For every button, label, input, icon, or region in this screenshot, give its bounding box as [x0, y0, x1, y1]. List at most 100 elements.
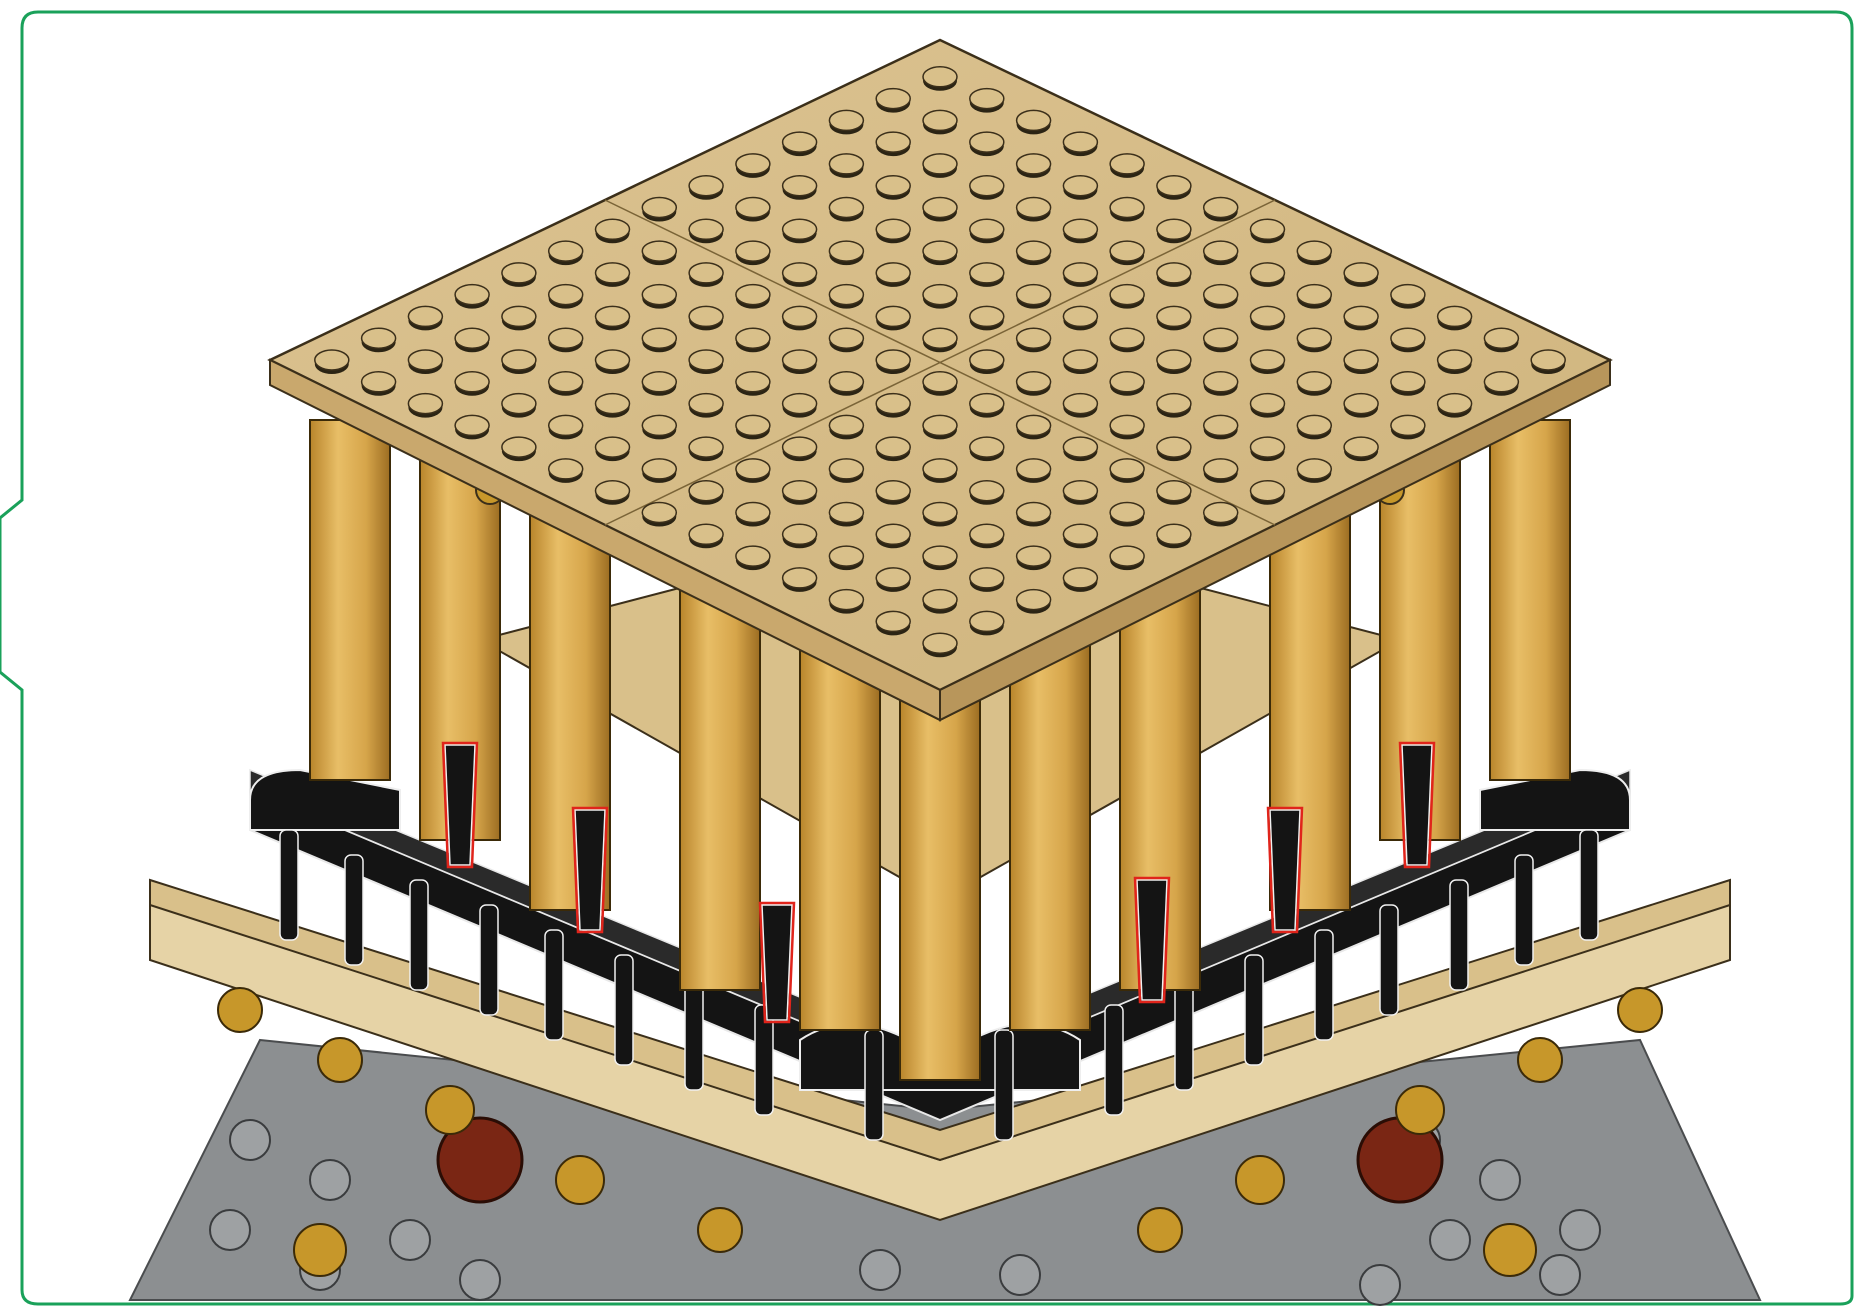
stud-icon: [736, 198, 770, 218]
stud-icon: [1251, 219, 1285, 239]
stud-icon: [970, 306, 1004, 326]
stud-icon: [1297, 241, 1331, 261]
stud-icon: [1251, 263, 1285, 283]
stud-icon: [642, 503, 676, 523]
stud-icon: [1484, 328, 1518, 348]
stud-icon: [1344, 263, 1378, 283]
stud-icon: [783, 524, 817, 544]
stud-icon: [315, 350, 349, 370]
stud-icon: [970, 394, 1004, 414]
stud-icon: [502, 394, 536, 414]
stud-icon: [970, 176, 1004, 196]
stud-icon: [689, 176, 723, 196]
stud-icon: [362, 328, 396, 348]
stud-icon: [689, 350, 723, 370]
stud-icon: [689, 524, 723, 544]
stud-icon: [783, 176, 817, 196]
stud-icon: [783, 394, 817, 414]
stud-icon: [1063, 437, 1097, 457]
stud-icon: [970, 263, 1004, 283]
stud-icon: [1297, 459, 1331, 479]
stud-icon: [1017, 459, 1051, 479]
stud-icon: [1391, 372, 1425, 392]
stud-icon: [923, 110, 957, 130]
stud-icon: [1344, 394, 1378, 414]
stud-icon: [1438, 306, 1472, 326]
stud-icon: [1063, 306, 1097, 326]
stud-icon: [642, 372, 676, 392]
stud-icon: [1251, 394, 1285, 414]
stud-icon: [876, 568, 910, 588]
stud-icon: [1157, 350, 1191, 370]
stud-icon: [689, 219, 723, 239]
stud-icon: [923, 328, 957, 348]
stud-icon: [970, 132, 1004, 152]
stud-icon: [455, 372, 489, 392]
stud-icon: [1157, 219, 1191, 239]
stud-icon: [923, 546, 957, 566]
stud-icon: [876, 611, 910, 631]
stud-icon: [549, 372, 583, 392]
stud-icon: [642, 459, 676, 479]
stud-icon: [1438, 394, 1472, 414]
stud-icon: [1204, 372, 1238, 392]
stud-icon: [829, 372, 863, 392]
stud-icon: [923, 372, 957, 392]
stud-icon: [923, 285, 957, 305]
stud-icon: [736, 415, 770, 435]
stud-icon: [1110, 241, 1144, 261]
stud-icon: [876, 89, 910, 109]
stud-icon: [876, 524, 910, 544]
stud-icon: [408, 394, 442, 414]
stud-icon: [1251, 350, 1285, 370]
stud-icon: [970, 524, 1004, 544]
stud-icon: [876, 306, 910, 326]
stud-icon: [1344, 306, 1378, 326]
stud-icon: [829, 546, 863, 566]
stud-icon: [596, 219, 630, 239]
stud-icon: [549, 285, 583, 305]
stud-icon: [1438, 350, 1472, 370]
stud-icon: [923, 154, 957, 174]
stud-icon: [596, 437, 630, 457]
stud-icon: [502, 263, 536, 283]
stud-icon: [689, 263, 723, 283]
stud-icon: [1017, 241, 1051, 261]
stud-icon: [1063, 568, 1097, 588]
stud-icon: [736, 503, 770, 523]
stud-icon: [736, 328, 770, 348]
stud-icon: [1063, 219, 1097, 239]
stud-icon: [1063, 263, 1097, 283]
stud-icon: [1344, 437, 1378, 457]
stud-icon: [1110, 154, 1144, 174]
stud-icon: [1017, 372, 1051, 392]
stud-icon: [970, 437, 1004, 457]
stud-icon: [736, 546, 770, 566]
stud-icon: [970, 89, 1004, 109]
stud-icon: [596, 350, 630, 370]
stud-icon: [1344, 350, 1378, 370]
stud-icon: [596, 481, 630, 501]
stud-icon: [1110, 285, 1144, 305]
stud-icon: [829, 285, 863, 305]
stud-icon: [1251, 481, 1285, 501]
stud-icon: [736, 372, 770, 392]
stud-icon: [408, 350, 442, 370]
stud-icon: [596, 263, 630, 283]
stud-icon: [876, 350, 910, 370]
stud-icon: [1391, 285, 1425, 305]
stud-icon: [1017, 503, 1051, 523]
stud-icon: [689, 437, 723, 457]
stud-icon: [783, 263, 817, 283]
stud-icon: [549, 415, 583, 435]
stud-icon: [1017, 285, 1051, 305]
stud-icon: [1204, 503, 1238, 523]
stud-icon: [970, 481, 1004, 501]
stud-icon: [1017, 328, 1051, 348]
stud-icon: [408, 306, 442, 326]
stud-icon: [736, 154, 770, 174]
stud-icon: [1204, 241, 1238, 261]
stud-icon: [923, 503, 957, 523]
stud-icon: [1063, 132, 1097, 152]
